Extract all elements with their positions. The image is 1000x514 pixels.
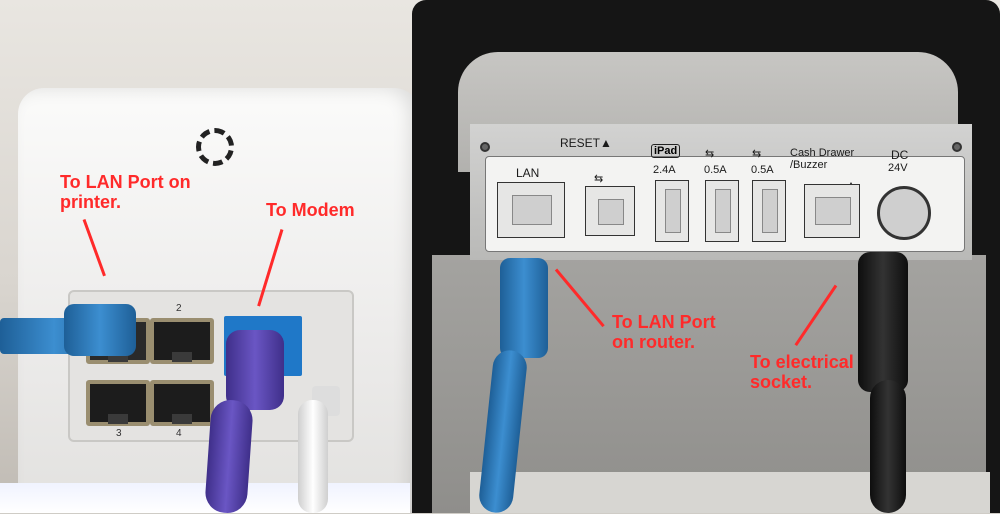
- cash-drawer-label: Cash Drawer /Buzzer: [790, 147, 855, 171]
- port-label-4: 4: [176, 428, 182, 439]
- usb-icon: ⇆: [752, 148, 762, 160]
- ipad-current: 2.4A: [653, 164, 676, 176]
- reset-label: RESET▲: [560, 136, 612, 150]
- plate-screw-icon: [952, 142, 962, 152]
- plate-screw-icon: [480, 142, 490, 152]
- usb-current-2: 0.5A: [751, 164, 774, 176]
- printer-usb-b-port: [585, 186, 635, 236]
- ipad-label: iPad: [651, 144, 681, 158]
- modem-cable: [204, 398, 254, 514]
- printer-dc-power-port: [877, 186, 931, 240]
- annotation-modem: To Modem: [266, 200, 355, 220]
- printer-power-plug: [858, 252, 908, 392]
- dc-voltage: 24V: [888, 162, 908, 174]
- printer-usb-port-2: [752, 180, 786, 242]
- port-label-3: 3: [116, 428, 122, 439]
- router-lan-port-4: [150, 380, 214, 426]
- printer-base: [470, 472, 990, 513]
- router-logo-icon: [196, 128, 234, 166]
- annotation-electrical-socket: To electrical socket.: [750, 352, 854, 392]
- lan-cable-plug: [64, 304, 136, 356]
- printer-lan-cable-plug: [500, 258, 548, 358]
- printer-lan-port: [497, 182, 565, 238]
- lan-label: LAN: [516, 166, 540, 180]
- modem-cable-plug: [226, 330, 284, 410]
- usb-icon: ⇆: [705, 148, 715, 160]
- printer-usb-port-1: [705, 180, 739, 242]
- port-label-2: 2: [176, 303, 182, 314]
- printer-ipad-usb-port: [655, 180, 689, 242]
- printer-power-cable: [870, 380, 906, 513]
- router-lan-port-3: [86, 380, 150, 426]
- usb-icon: ⇆: [594, 173, 604, 185]
- annotation-lan-port-router: To LAN Port on router.: [612, 312, 716, 352]
- usb-current-1: 0.5A: [704, 164, 727, 176]
- annotation-lan-port-printer: To LAN Port on printer.: [60, 172, 191, 212]
- dc-label: DC: [891, 148, 909, 162]
- router-lan-port-2: [150, 318, 214, 364]
- printer-cash-drawer-port: [804, 184, 860, 238]
- router-power-cable: [298, 400, 328, 513]
